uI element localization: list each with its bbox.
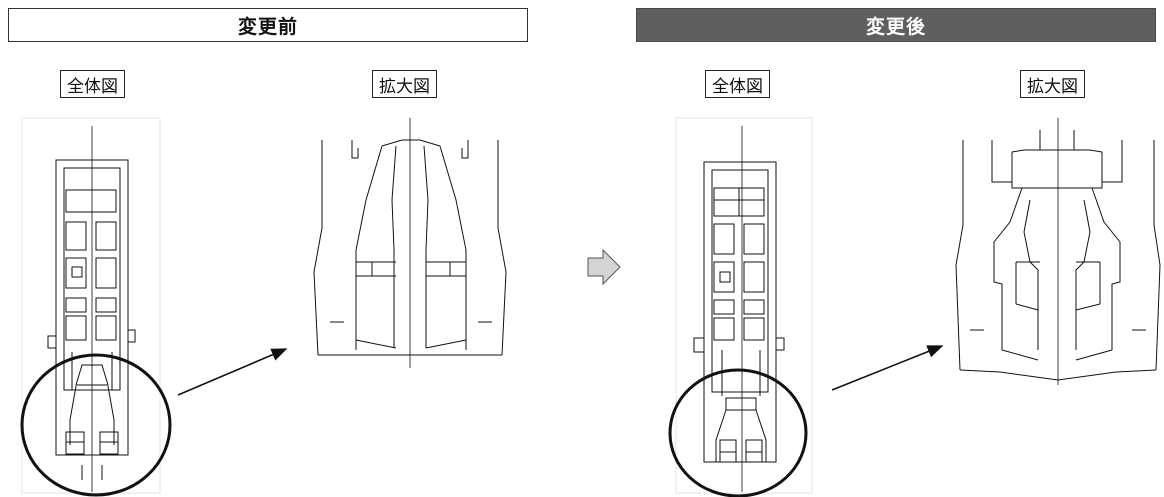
before-enlarged-label: 拡大図 [372,70,437,98]
after-zoom-circle [670,370,806,496]
right-arrow-icon [588,250,620,284]
pointer-arrow-icon [832,346,944,390]
after-overall-drawing [676,118,812,493]
after-enlarged-drawing [956,118,1160,385]
after-enlarged-label: 拡大図 [1020,70,1085,98]
before-zoom-circle [22,355,170,495]
after-header: 変更後 [636,8,1156,42]
after-header-title: 変更後 [865,15,926,38]
before-enlarged-drawing [314,118,506,368]
after-overall-label: 全体図 [705,70,770,98]
before-header: 変更前 [8,8,528,42]
before-overall-label: 全体図 [60,70,125,98]
before-overall-drawing [22,118,160,493]
before-header-title: 変更前 [237,15,298,38]
pointer-arrow-icon [178,349,288,395]
